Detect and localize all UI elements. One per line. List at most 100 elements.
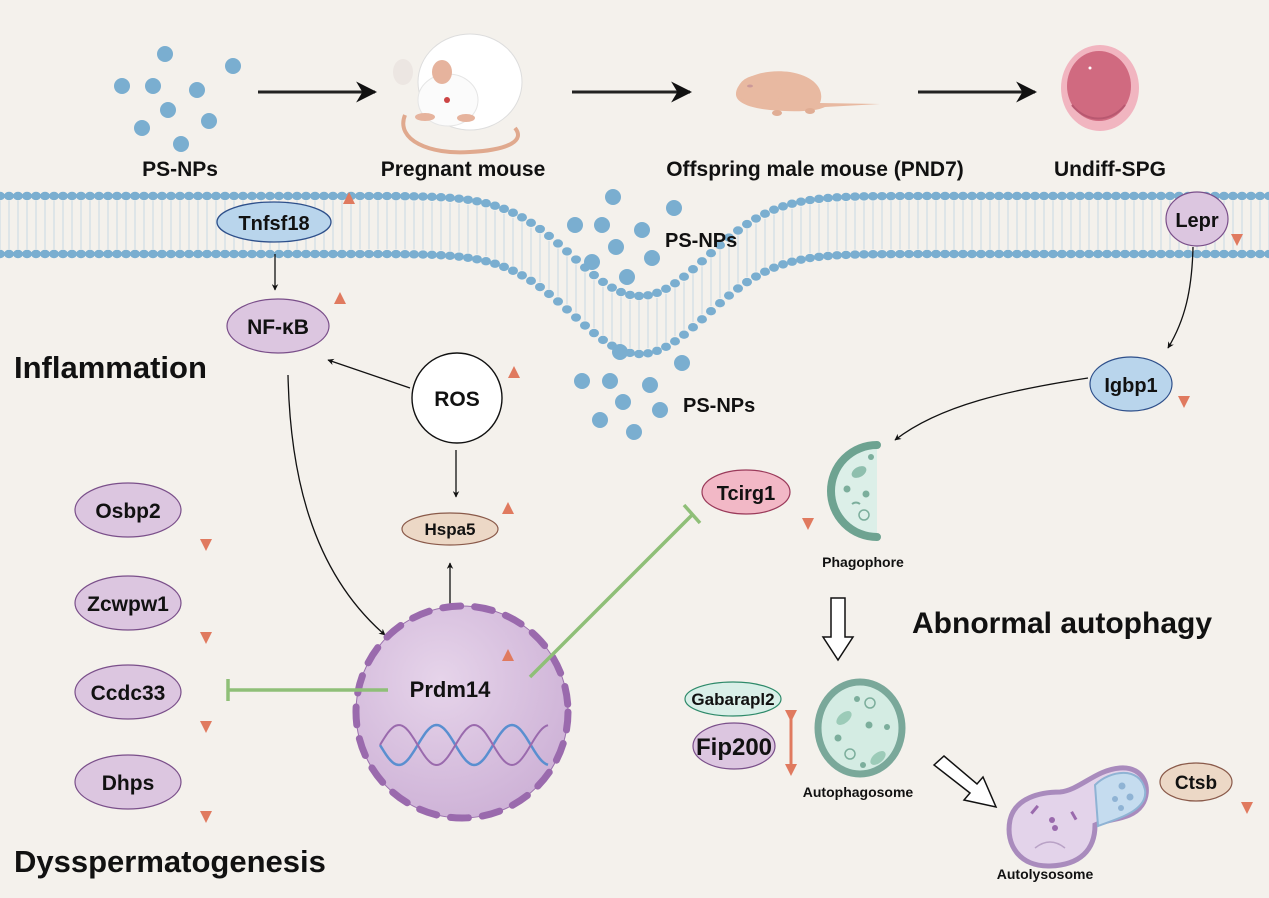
lipid-head bbox=[1075, 249, 1085, 259]
lipid-head bbox=[391, 249, 401, 259]
step-label: Pregnant mouse bbox=[381, 158, 546, 181]
lipid-head bbox=[265, 249, 275, 259]
lipid-head bbox=[895, 191, 905, 201]
lipid-head bbox=[148, 191, 158, 201]
lipid-head bbox=[463, 253, 473, 262]
lipid-head bbox=[994, 191, 1004, 201]
lipid-head bbox=[1102, 191, 1112, 201]
lipid-head bbox=[1021, 249, 1031, 259]
lipid-head bbox=[301, 249, 311, 259]
nanoparticle bbox=[574, 373, 590, 389]
lipid-head bbox=[760, 267, 770, 276]
lipid-head bbox=[1039, 191, 1049, 201]
lipid-head bbox=[1030, 191, 1040, 201]
lipid-head bbox=[445, 251, 455, 261]
node-ros: ROS bbox=[411, 352, 503, 444]
lipid-head bbox=[922, 249, 932, 259]
lipid-head bbox=[742, 277, 752, 287]
lipid-head bbox=[121, 249, 131, 259]
lipid-head bbox=[1012, 249, 1022, 259]
lipid-head bbox=[85, 249, 95, 259]
node-lepr: Lepr bbox=[1165, 191, 1229, 247]
lipid-head bbox=[1012, 191, 1022, 201]
lipid-head bbox=[229, 191, 239, 201]
lipid-head bbox=[193, 249, 203, 259]
lipid-head bbox=[364, 249, 374, 259]
step-label: PS-NPs bbox=[142, 158, 218, 181]
node-gabarapl2: Gabarapl2 bbox=[684, 681, 782, 717]
lipid-head bbox=[508, 266, 518, 275]
lipid-head bbox=[76, 249, 86, 259]
phagophore-label: Phagophore bbox=[822, 554, 904, 570]
lipid-head bbox=[823, 193, 833, 203]
nanoparticle bbox=[157, 46, 173, 62]
lipid-head bbox=[499, 262, 509, 272]
lipid-head bbox=[931, 249, 941, 259]
node-label: Hspa5 bbox=[424, 520, 475, 539]
nanoparticle bbox=[666, 200, 682, 216]
nanoparticle bbox=[615, 394, 631, 410]
lipid-head bbox=[130, 191, 140, 201]
lipid-head bbox=[706, 249, 716, 258]
lipid-head bbox=[1255, 191, 1265, 201]
autophagosome-label: Autophagosome bbox=[803, 784, 914, 800]
lipid-head bbox=[841, 192, 851, 202]
nanoparticle bbox=[134, 120, 150, 136]
lipid-head bbox=[22, 191, 32, 201]
lipid-head bbox=[904, 191, 914, 201]
lipid-head bbox=[634, 291, 644, 301]
lipid-head bbox=[265, 191, 275, 201]
lipid-head bbox=[958, 249, 968, 259]
lipid-head bbox=[931, 191, 941, 201]
lipid-head bbox=[607, 283, 617, 292]
nanoparticle bbox=[567, 217, 583, 233]
nucleus-icon bbox=[352, 602, 572, 822]
nanoparticle bbox=[114, 78, 130, 94]
lipid-head bbox=[1048, 249, 1058, 259]
lipid-head bbox=[499, 204, 509, 214]
lipid-head bbox=[1129, 191, 1139, 201]
lipid-head bbox=[0, 249, 5, 259]
lipid-head bbox=[1219, 191, 1229, 201]
lipid-head bbox=[562, 305, 572, 314]
lipid-head bbox=[130, 249, 140, 259]
lipid-head bbox=[724, 233, 734, 242]
lipid-head bbox=[400, 192, 410, 201]
lipid-head bbox=[382, 191, 392, 201]
dna-strand bbox=[378, 723, 549, 767]
lipid-head bbox=[337, 191, 347, 201]
lipid-head bbox=[805, 195, 815, 205]
lipid-head bbox=[13, 249, 23, 259]
node-label: Igbp1 bbox=[1104, 375, 1157, 397]
lipid-head bbox=[895, 249, 905, 259]
node-label: Tnfsf18 bbox=[238, 213, 309, 235]
lipid-head bbox=[670, 337, 680, 346]
lipid-head bbox=[733, 226, 743, 235]
lipid-head bbox=[553, 239, 563, 248]
lipid-head bbox=[463, 195, 473, 204]
lipid-head bbox=[1057, 191, 1067, 201]
lipid-head bbox=[418, 250, 428, 259]
lipid-head bbox=[517, 271, 527, 280]
lipid-head bbox=[724, 291, 734, 300]
nanoparticle bbox=[674, 355, 690, 371]
lipid-head bbox=[1210, 249, 1220, 259]
lipid-head bbox=[391, 191, 401, 201]
activation-arrow bbox=[1167, 246, 1194, 349]
nanoparticles-icon bbox=[574, 344, 690, 440]
lipid-head bbox=[1084, 249, 1094, 259]
lipid-head bbox=[94, 191, 104, 201]
lipid-head bbox=[436, 251, 446, 260]
lipid-head bbox=[1075, 191, 1085, 201]
lipid-head bbox=[796, 197, 806, 206]
lipid-head bbox=[1093, 249, 1103, 259]
nanoparticle bbox=[189, 82, 205, 98]
lipid-head bbox=[787, 257, 797, 266]
lipid-head bbox=[1030, 249, 1040, 259]
lipid-head bbox=[247, 191, 257, 201]
lipid-head bbox=[193, 191, 203, 201]
node-label: Fip200 bbox=[696, 734, 772, 761]
nanoparticle bbox=[626, 424, 642, 440]
